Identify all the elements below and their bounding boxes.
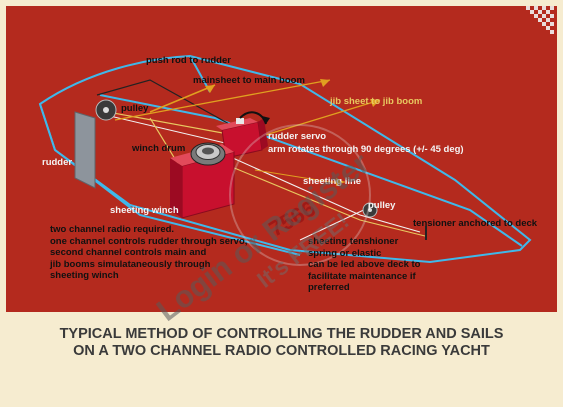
tensioner-note-line: spring or elastic (308, 247, 382, 259)
radio-note-line: one channel controls rudder through serv… (50, 235, 248, 247)
pulley-top-label: pulley (121, 103, 149, 114)
rudder-label: rudder (42, 157, 73, 168)
sheeting-winch-label: sheeting winch (110, 205, 179, 216)
top-pulley (95, 99, 117, 121)
diagram-panel (6, 6, 557, 312)
diagram-caption: TYPICAL METHOD OF CONTROLLING THE RUDDER… (0, 326, 563, 360)
rudder-plate (74, 111, 96, 189)
radio-note-line: sheeting winch (50, 270, 119, 281)
checker-pattern (526, 6, 554, 34)
tensioner-note: sheeting tenshioner spring or elastic ca… (308, 236, 420, 294)
caption-line: TYPICAL METHOD OF CONTROLLING THE RUDDER… (59, 326, 504, 342)
radio-note-line: jib booms simulataneously through (50, 258, 211, 270)
watermark-ring (229, 124, 371, 266)
rudder-servo (216, 111, 270, 159)
tensioner-note-line: sheeting tenshioner (308, 236, 399, 247)
tensioner-anchor-label: tensioner anchored to deck (413, 218, 538, 229)
rudder-servo-label: rudder servo (268, 131, 327, 142)
pulley-bottom-label: pulley (368, 200, 396, 211)
tensioner-note-line: facilitate maintenance if (308, 270, 416, 282)
mainsheet-label: mainsheet to main boom (193, 75, 305, 86)
bottom-pulley (362, 202, 378, 218)
jib-sheet-label: jib sheet to jib boom (330, 96, 423, 107)
radio-note: two channel radio required. one channel … (50, 224, 247, 282)
tensioner-note-line: can be led above deck to (308, 259, 421, 270)
servo-arm-label: arm rotates through 90 degrees (+/- 45 d… (268, 144, 464, 155)
radio-note-line: two channel radio required. (50, 224, 175, 235)
radio-note-line: second channel controls main and (50, 247, 207, 258)
push-rod-label: push rod to rudder (146, 55, 231, 66)
tensioner-note-line: preferred (308, 282, 350, 293)
winch-drum (190, 142, 226, 166)
caption-line: ON A TWO CHANNEL RADIO CONTROLLED RACING… (73, 343, 490, 359)
arrow-heads (205, 79, 380, 186)
sheeting-line-label: sheeting line (303, 176, 362, 187)
winch-drum-label: winch drum (132, 143, 186, 154)
